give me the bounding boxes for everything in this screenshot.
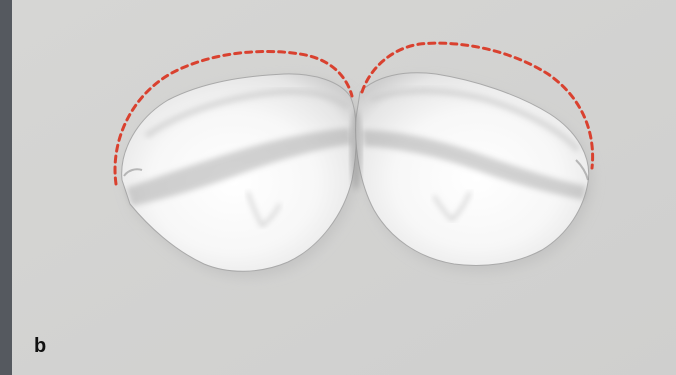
contact-shadow: [350, 110, 362, 190]
panel-label: b: [34, 336, 46, 356]
